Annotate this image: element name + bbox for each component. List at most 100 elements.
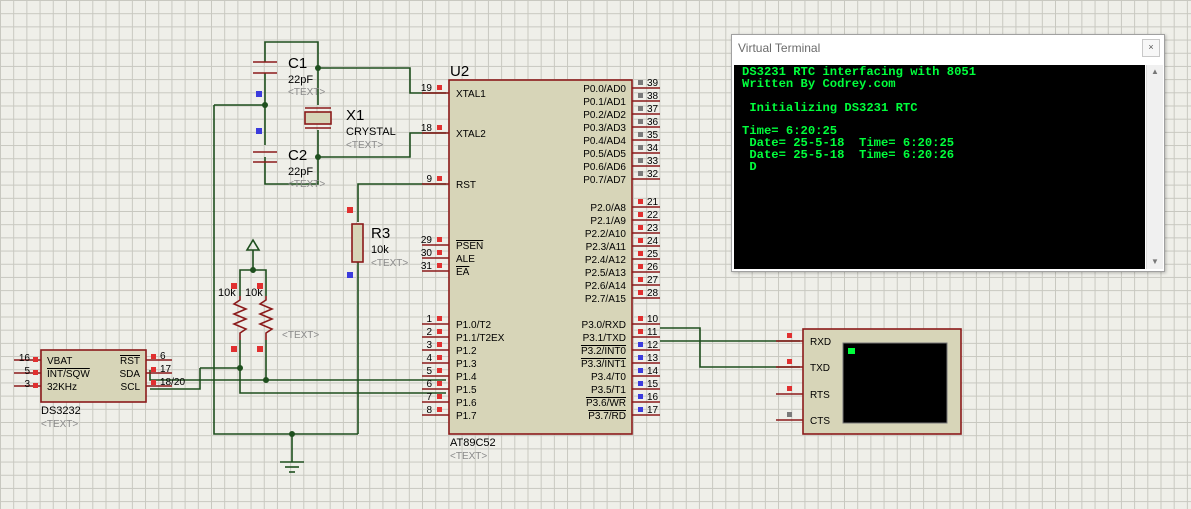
junction	[262, 102, 268, 108]
scroll-down-arrow-icon[interactable]: ▼	[1151, 257, 1159, 266]
scroll-up-arrow-icon[interactable]: ▲	[1151, 67, 1159, 76]
mcu-pin[interactable]: 3P1.2	[422, 340, 477, 357]
mcu-pin[interactable]: 2P1.1/T2EX	[422, 327, 505, 344]
wire-sda	[239, 340, 446, 394]
svg-text:P0.5/AD5: P0.5/AD5	[583, 149, 626, 160]
junction	[237, 365, 243, 371]
svg-text:34: 34	[647, 143, 659, 154]
svg-text:19: 19	[421, 83, 433, 94]
svg-text:P3.7/RD: P3.7/RD	[588, 411, 626, 422]
pullup-left-value: 10k	[218, 287, 236, 299]
c2-value: 22pF	[288, 166, 313, 178]
wire-pullup-l	[239, 250, 254, 296]
svg-text:26: 26	[647, 262, 659, 273]
c1-text: <TEXT>	[288, 87, 325, 98]
junction	[250, 267, 256, 273]
mcu-pin[interactable]: 1P1.0/T2	[422, 314, 491, 331]
vterm-pin[interactable]: TXD	[776, 359, 830, 374]
rtc-text: <TEXT>	[41, 419, 78, 430]
svg-text:18: 18	[421, 123, 433, 134]
terminal-line: Written By Codrey.com	[742, 76, 896, 91]
c1-value: 22pF	[288, 74, 313, 86]
virtual-terminal-titlebar[interactable]: Virtual Terminal ×	[732, 35, 1164, 63]
pullup-right-value: 10k	[245, 287, 263, 299]
virtual-terminal-window[interactable]: Virtual Terminal × DS3231 RTC interfacin…	[731, 34, 1165, 272]
svg-text:36: 36	[647, 117, 659, 128]
close-icon[interactable]: ×	[1142, 39, 1160, 57]
svg-text:9: 9	[426, 174, 432, 185]
svg-text:XTAL1: XTAL1	[456, 89, 486, 100]
svg-text:EA: EA	[456, 267, 470, 278]
svg-text:P2.0/A8: P2.0/A8	[590, 203, 626, 214]
c1-ref: C1	[288, 55, 307, 72]
mcu-pin[interactable]: 4P1.3	[422, 353, 477, 370]
svg-text:P3.5/T1: P3.5/T1	[591, 385, 626, 396]
svg-text:35: 35	[647, 130, 659, 141]
mcu-pin[interactable]: 8P1.7	[422, 405, 477, 422]
svg-text:P1.4: P1.4	[456, 372, 477, 383]
svg-text:32: 32	[647, 169, 659, 180]
svg-text:P0.4/AD4: P0.4/AD4	[583, 136, 626, 147]
vertical-scrollbar[interactable]: ▲ ▼	[1146, 65, 1163, 269]
svg-text:P3.0/RXD: P3.0/RXD	[582, 320, 626, 331]
vterm-pin[interactable]: CTS	[776, 412, 830, 427]
svg-text:6: 6	[160, 351, 166, 362]
terminal-line: DS3231 RTC interfacing with 8051	[742, 65, 977, 79]
x1-ref: X1	[346, 107, 364, 124]
mcu-pin[interactable]: 6P1.5	[422, 379, 477, 396]
svg-text:11: 11	[647, 327, 658, 338]
svg-text:16: 16	[647, 392, 659, 403]
rtc-part: DS3232	[41, 405, 81, 417]
mcu-pin[interactable]: 7P1.6	[422, 392, 477, 409]
vterm-pin[interactable]: RXD	[776, 333, 831, 348]
c2-ref: C2	[288, 147, 307, 164]
mcu-pin[interactable]: 5P1.4	[422, 366, 477, 383]
mcu-u2-body	[448, 79, 633, 435]
svg-text:12: 12	[647, 340, 659, 351]
svg-text:18/20: 18/20	[160, 377, 185, 388]
svg-text:13: 13	[647, 353, 659, 364]
vterm-pin[interactable]: RTS	[776, 386, 830, 401]
svg-text:P1.0/T2: P1.0/T2	[456, 320, 491, 331]
wire-pullup-r	[253, 269, 267, 296]
